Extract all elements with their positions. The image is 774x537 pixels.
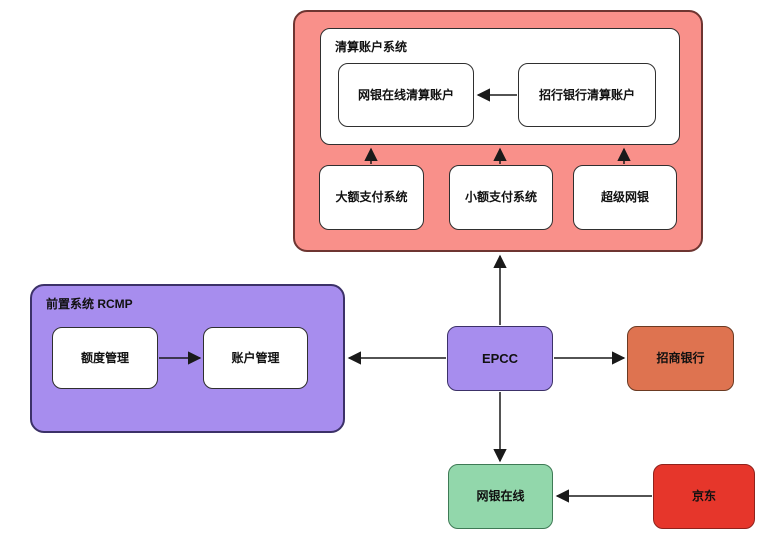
node-quota-management: 额度管理 [52,327,158,389]
node-epcc: EPCC [447,326,553,391]
clearing-account-system-title: 清算账户系统 [335,40,408,54]
node-account-management: 账户管理 [203,327,308,389]
node-super-ebank: 超级网银 [573,165,677,230]
node-china-merchants-bank: 招商银行 [627,326,734,391]
node-ebank-online: 网银在线 [448,464,553,529]
node-hvps-large-value-payment-system: 大额支付系统 [319,165,424,230]
front-system-rcmp-title: 前置系统 RCMP [46,297,133,311]
node-jingdong: 京东 [653,464,755,529]
node-beps-small-value-payment-system: 小额支付系统 [449,165,553,230]
node-ebank-online-clearing-account: 网银在线清算账户 [338,63,474,127]
node-cmb-clearing-account: 招行银行清算账户 [518,63,656,127]
